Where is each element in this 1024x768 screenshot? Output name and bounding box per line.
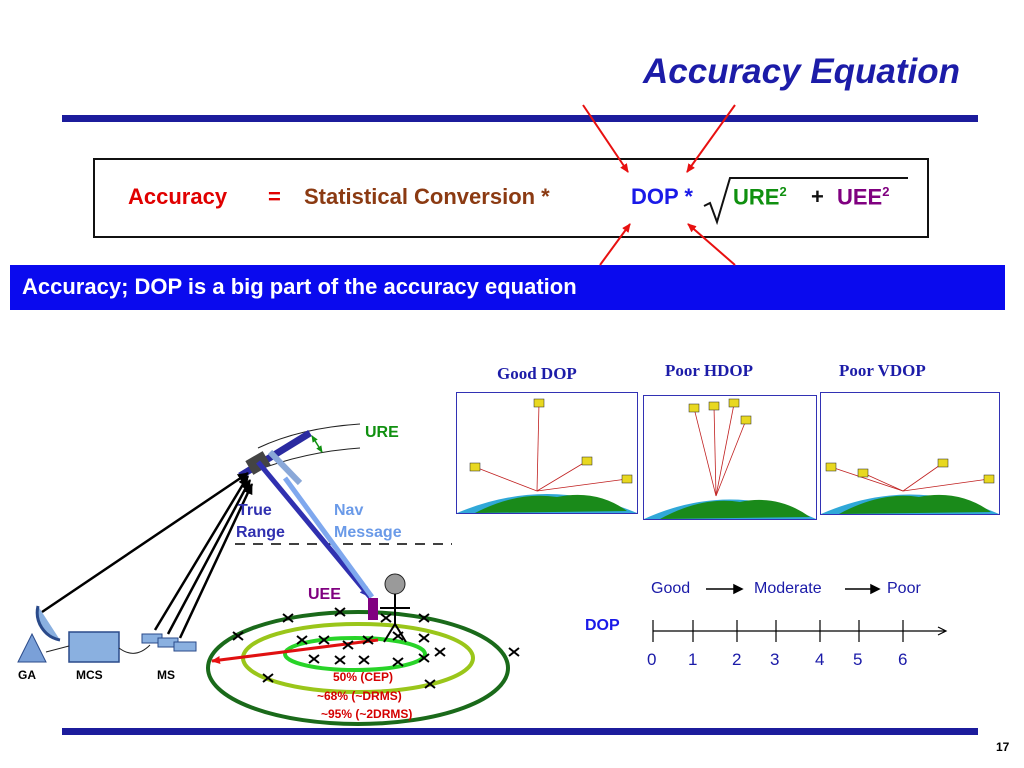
true-range-label-line2: Range: [236, 524, 285, 541]
equation-pointer-arrows: [582, 104, 736, 266]
position-fix-markers: [232, 607, 520, 689]
dop-poor-label: Poor: [887, 580, 921, 597]
dop-tick-1: 1: [688, 650, 698, 669]
fix-cross-marker: [358, 655, 370, 665]
nav-message-label-line2: Message: [334, 524, 402, 541]
fix-cross-marker: [392, 657, 404, 667]
banner: [10, 265, 1005, 310]
square-root-symbol: [703, 177, 908, 226]
dop-good-label: Good: [651, 580, 691, 597]
user-receiver-icon: [368, 573, 410, 643]
fix-cross-marker: [334, 607, 346, 617]
uee-label: UEE: [308, 586, 341, 603]
fix-cross-marker: [342, 640, 354, 650]
page-number: 17: [996, 740, 1010, 754]
dop-axis-label: DOP: [585, 617, 620, 634]
fix-cross-marker: [318, 635, 330, 645]
mcs-building-icon: [68, 631, 120, 663]
ground-link: [45, 645, 70, 653]
equation-accuracy: Accuracy: [128, 184, 228, 209]
poor-vdop-label: Poor VDOP: [839, 361, 926, 380]
equation-uee: UEE2: [837, 184, 890, 210]
ground-antenna-icon: [17, 605, 61, 663]
dop-scale: [652, 583, 948, 642]
bottom-rule: [62, 728, 978, 735]
2drms-label: ~95% (~2DRMS): [321, 707, 413, 721]
fix-cross-marker: [296, 635, 308, 645]
fix-cross-marker: [308, 654, 320, 664]
equation-plus: +: [811, 184, 824, 209]
good-dop-label: Good DOP: [497, 364, 577, 383]
ground-link-ms: [118, 644, 151, 654]
cep-label: 50% (CEP): [333, 670, 394, 684]
fix-cross-marker: [418, 633, 430, 643]
fix-cross-marker: [508, 647, 520, 657]
nav-message-label-line1: Nav: [334, 502, 364, 519]
fix-cross-marker: [262, 673, 274, 683]
dop-moderate-label: Moderate: [754, 580, 822, 597]
good-dop-panel: [456, 392, 638, 514]
banner-text: Accuracy; DOP is a big part of the accur…: [22, 274, 577, 299]
dop-tick-0: 0: [647, 650, 657, 669]
ure-label: URE: [365, 424, 399, 441]
fix-cross-marker: [334, 655, 346, 665]
satellite-icon: [238, 430, 323, 486]
dop-tick-2: 2: [732, 650, 742, 669]
equation-equals: =: [268, 184, 281, 209]
slide-title: Accuracy Equation: [642, 52, 960, 91]
fix-cross-marker: [380, 613, 392, 623]
ms-stations-icon: [141, 633, 197, 652]
uplink-arrows: [41, 471, 254, 639]
fix-cross-marker: [424, 679, 436, 689]
true-range-line: [256, 460, 372, 599]
dop-tick-3: 3: [770, 650, 780, 669]
equation-ure: URE2: [733, 184, 787, 210]
mcs-label: MCS: [76, 668, 103, 682]
equation-dop: DOP *: [631, 184, 693, 209]
dop-tick-5: 5: [853, 650, 863, 669]
true-range-label-line1: True: [238, 502, 272, 519]
ga-label: GA: [18, 668, 36, 682]
uee-exponent: 2: [882, 184, 890, 199]
nav-message-line: [282, 476, 375, 599]
top-rule: [62, 115, 978, 122]
fix-cross-marker: [418, 613, 430, 623]
equation-box: [93, 158, 929, 238]
drms-label: ~68% (~DRMS): [317, 689, 402, 703]
ms-label: MS: [157, 668, 175, 682]
error-radius-arrow: [211, 638, 379, 664]
fix-cross-marker: [282, 613, 294, 623]
poor-hdop-panel: [643, 395, 817, 520]
dop-tick-4: 4: [815, 650, 825, 669]
poor-hdop-label: Poor HDOP: [665, 361, 753, 380]
fix-cross-marker: [232, 631, 244, 641]
fix-cross-marker: [418, 653, 430, 663]
fix-cross-marker: [392, 631, 404, 641]
poor-vdop-panel: [820, 392, 1000, 515]
fix-cross-marker: [362, 635, 374, 645]
fix-cross-marker: [434, 647, 446, 657]
dop-tick-6: 6: [898, 650, 908, 669]
equation-conversion: Statistical Conversion *: [304, 184, 550, 209]
ure-exponent: 2: [779, 184, 787, 199]
